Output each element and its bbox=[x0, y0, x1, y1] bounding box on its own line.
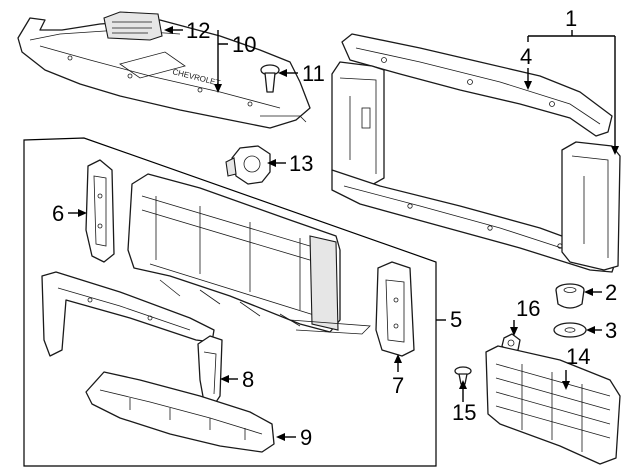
callout-16: 16 bbox=[510, 296, 540, 336]
callout-7: 7 bbox=[392, 354, 404, 398]
sensor-assembly bbox=[225, 145, 271, 185]
svg-text:16: 16 bbox=[516, 296, 540, 321]
assembly-group-frame bbox=[23, 137, 437, 467]
push-pin-retainer bbox=[260, 64, 280, 93]
svg-text:2: 2 bbox=[605, 280, 617, 305]
callout-4: 4 bbox=[520, 44, 532, 90]
callout-1: 1 bbox=[527, 6, 619, 155]
svg-text:15: 15 bbox=[452, 400, 476, 425]
callout-15: 15 bbox=[452, 380, 476, 425]
callout-10: 10 bbox=[214, 30, 256, 93]
center-bracket bbox=[197, 335, 223, 409]
svg-text:8: 8 bbox=[242, 367, 254, 392]
callout-5: 5 bbox=[436, 307, 462, 332]
callout-8: 8 bbox=[220, 367, 254, 392]
callout-9: 9 bbox=[276, 425, 312, 450]
callout-12: 12 bbox=[164, 18, 210, 43]
washer bbox=[553, 322, 587, 338]
svg-text:4: 4 bbox=[520, 44, 532, 69]
svg-text:3: 3 bbox=[605, 318, 617, 343]
svg-text:12: 12 bbox=[186, 18, 210, 43]
svg-text:5: 5 bbox=[450, 307, 462, 332]
svg-text:14: 14 bbox=[566, 344, 590, 369]
lower-air-deflector bbox=[85, 371, 275, 453]
mount-bushing bbox=[555, 283, 585, 309]
radiator-support-assembly bbox=[331, 33, 621, 273]
callout-2: 2 bbox=[584, 280, 617, 305]
callout-13: 13 bbox=[267, 151, 313, 176]
svg-text:7: 7 bbox=[392, 373, 404, 398]
callout-6: 6 bbox=[52, 201, 87, 226]
svg-text:9: 9 bbox=[300, 425, 312, 450]
svg-text:6: 6 bbox=[52, 201, 64, 226]
bolt bbox=[454, 366, 472, 385]
svg-text:1: 1 bbox=[565, 6, 577, 31]
radiator-frame bbox=[127, 173, 371, 335]
upper-radiator-cover: CHEVROLET bbox=[17, 17, 311, 129]
callout-14: 14 bbox=[562, 344, 590, 390]
right-side-bracket bbox=[375, 261, 415, 357]
left-side-bracket bbox=[85, 159, 115, 263]
svg-text:11: 11 bbox=[302, 61, 325, 86]
callout-3: 3 bbox=[586, 318, 617, 343]
lower-air-deflector-bracket bbox=[41, 271, 215, 357]
svg-text:13: 13 bbox=[289, 151, 313, 176]
cover-label-plate bbox=[103, 11, 163, 41]
svg-text:10: 10 bbox=[232, 32, 256, 57]
callout-11: 11 bbox=[278, 61, 325, 86]
grille-shutter-assembly bbox=[485, 345, 621, 465]
